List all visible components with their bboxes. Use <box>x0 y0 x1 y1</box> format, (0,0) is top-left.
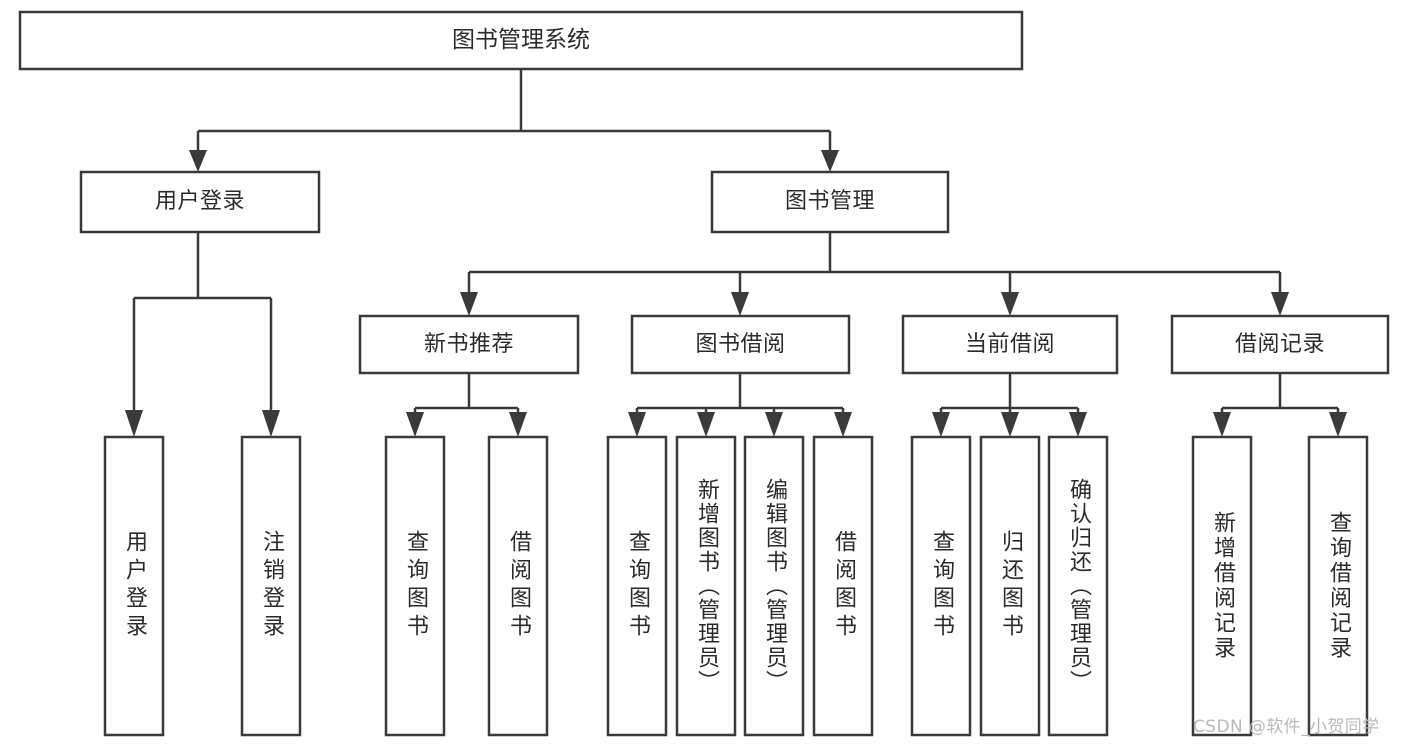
node-box-group <box>18 10 1390 737</box>
node-box-book-borrow[interactable] <box>630 314 851 375</box>
arrow-head-user-login <box>189 150 207 172</box>
node-box-leaf-borrow-book-2[interactable] <box>812 435 874 737</box>
connector-group <box>125 69 1347 437</box>
node-box-leaf-confirm-return[interactable] <box>1047 435 1109 737</box>
arrow-head-borrow-record <box>1271 292 1289 316</box>
node-box-leaf-add-record[interactable] <box>1191 435 1253 737</box>
arrow-head-leaf-edit-book <box>765 412 783 437</box>
arrow-head-leaf-confirm-return <box>1069 412 1087 437</box>
node-box-leaf-query-book-2[interactable] <box>606 435 668 737</box>
arrow-head-new-book-recommend <box>460 292 478 316</box>
node-box-new-book-recommend[interactable] <box>358 314 580 375</box>
node-box-leaf-add-book[interactable] <box>675 435 737 737</box>
node-box-root[interactable] <box>18 10 1024 71</box>
node-box-leaf-return-book[interactable] <box>979 435 1041 737</box>
node-box-book-manage[interactable] <box>710 170 950 234</box>
arrow-head-leaf-query-book-1 <box>406 412 424 437</box>
arrow-head-leaf-borrow-book-2 <box>834 412 852 437</box>
arrow-head-leaf-query-book-3 <box>932 412 950 437</box>
node-box-leaf-borrow-book-1[interactable] <box>487 435 549 737</box>
arrow-head-leaf-user-login <box>125 410 143 437</box>
node-box-leaf-logout-login[interactable] <box>240 435 302 737</box>
arrow-head-book-borrow <box>731 292 749 316</box>
node-box-leaf-query-record[interactable] <box>1307 435 1369 737</box>
node-box-leaf-query-book-1[interactable] <box>384 435 446 737</box>
arrow-head-leaf-borrow-book-1 <box>509 412 527 437</box>
arrow-head-leaf-add-record <box>1213 412 1231 437</box>
node-box-leaf-query-book-3[interactable] <box>910 435 972 737</box>
node-box-leaf-edit-book[interactable] <box>743 435 805 737</box>
arrow-head-leaf-add-book <box>697 412 715 437</box>
arrow-head-leaf-return-book <box>1001 412 1019 437</box>
node-box-leaf-user-login[interactable] <box>103 435 165 737</box>
node-box-user-login[interactable] <box>79 170 321 234</box>
arrow-head-current-borrow <box>1001 292 1019 316</box>
node-box-borrow-record[interactable] <box>1170 314 1390 375</box>
arrow-head-book-manage <box>821 150 839 172</box>
arrow-head-leaf-query-record <box>1329 412 1347 437</box>
arrow-head-leaf-logout-login <box>262 410 280 437</box>
node-box-current-borrow[interactable] <box>901 314 1119 375</box>
arrow-head-leaf-query-book-2 <box>628 412 646 437</box>
